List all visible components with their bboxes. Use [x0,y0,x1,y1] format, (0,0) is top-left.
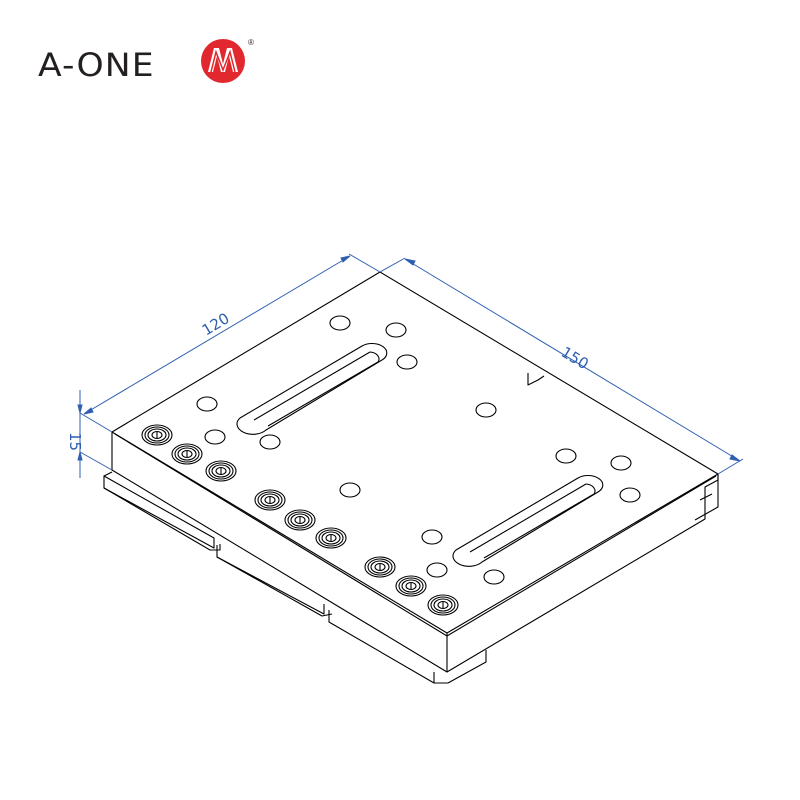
brand-name: A-ONE [38,46,155,84]
dimension-length-label: 120 [199,309,233,339]
slots [236,342,604,567]
socket-screws [141,424,459,616]
brand-mark-icon [201,39,245,83]
dimension-thickness-label: 15 [66,432,84,451]
registered-mark: ® [248,38,254,47]
through-holes [196,315,641,585]
brand-logo: A-ONE ® [38,38,254,90]
base-rails [103,471,719,684]
dimension-lines [77,253,744,478]
